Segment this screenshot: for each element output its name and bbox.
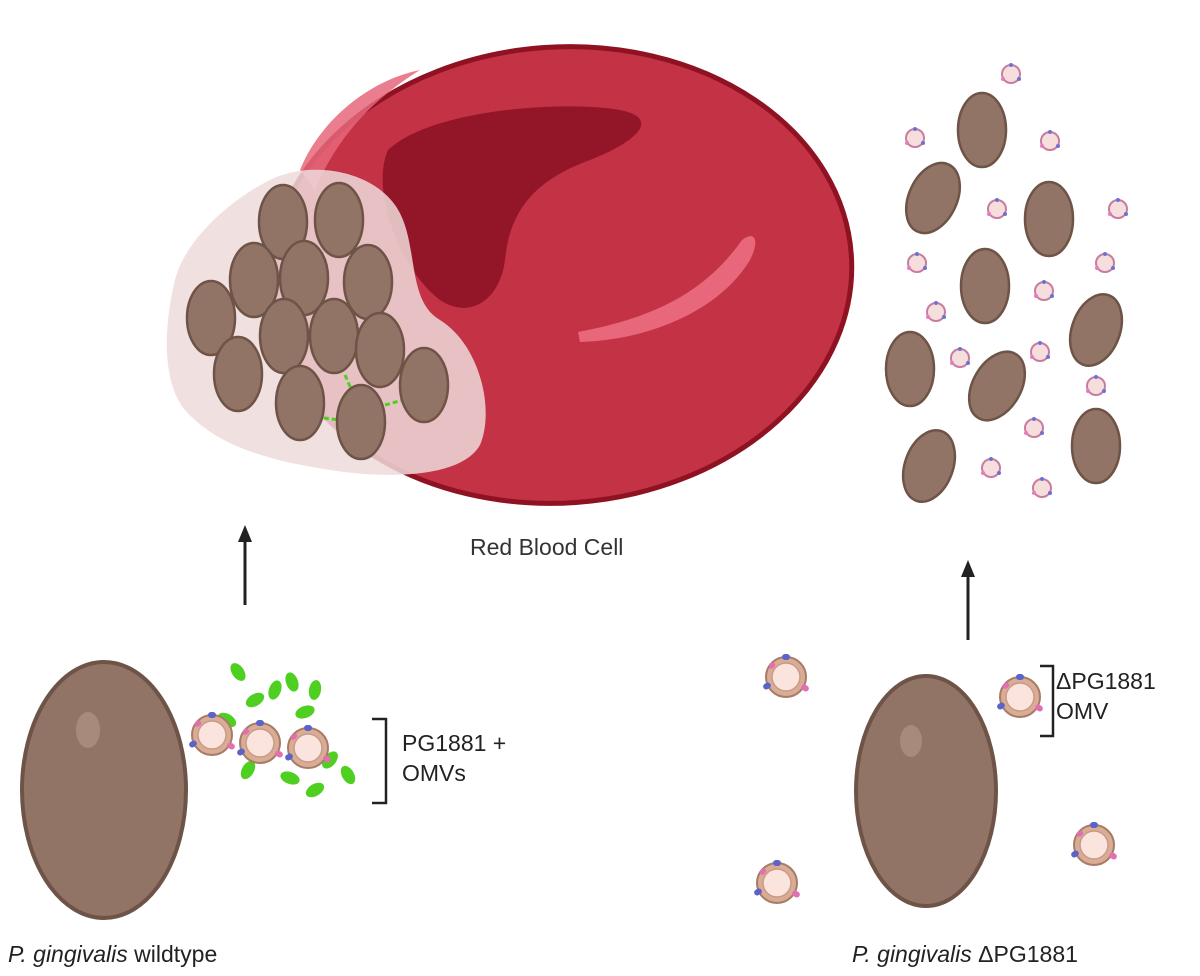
wildtype-omv-label: PG1881 + OMVs	[402, 728, 506, 788]
wildtype-omv-label-line2: OMVs	[402, 760, 466, 786]
dispersed-bacteria	[884, 91, 1133, 511]
mutant-omv-label-line2: OMV	[1056, 698, 1109, 724]
red-blood-cell-label: Red Blood Cell	[470, 534, 624, 560]
wildtype-strain-name: wildtype	[134, 941, 218, 967]
wildtype-omv-label-line1: PG1881 +	[402, 730, 507, 756]
wildtype-omvs	[187, 660, 359, 801]
mutant-strain-name: ΔPG1881	[978, 941, 1078, 967]
mutant-bacterium	[854, 674, 998, 908]
mutant-omv-label-line1: ΔPG1881	[1056, 668, 1156, 694]
mutant-caption: P. gingivalis ΔPG1881	[852, 941, 1078, 968]
mutant-omv-label: ΔPG1881 OMV	[1056, 666, 1156, 726]
wildtype-caption: P. gingivalis wildtype	[8, 941, 217, 968]
arrow-wildtype	[238, 525, 252, 605]
arrow-mutant	[961, 560, 975, 640]
biofilm-cluster	[166, 169, 486, 475]
mutant-omv-bracket	[1040, 664, 1055, 738]
wildtype-species-name: P. gingivalis	[8, 941, 128, 967]
mutant-species-name: P. gingivalis	[852, 941, 972, 967]
wildtype-bacterium	[20, 660, 188, 920]
wildtype-omv-bracket	[372, 717, 388, 805]
